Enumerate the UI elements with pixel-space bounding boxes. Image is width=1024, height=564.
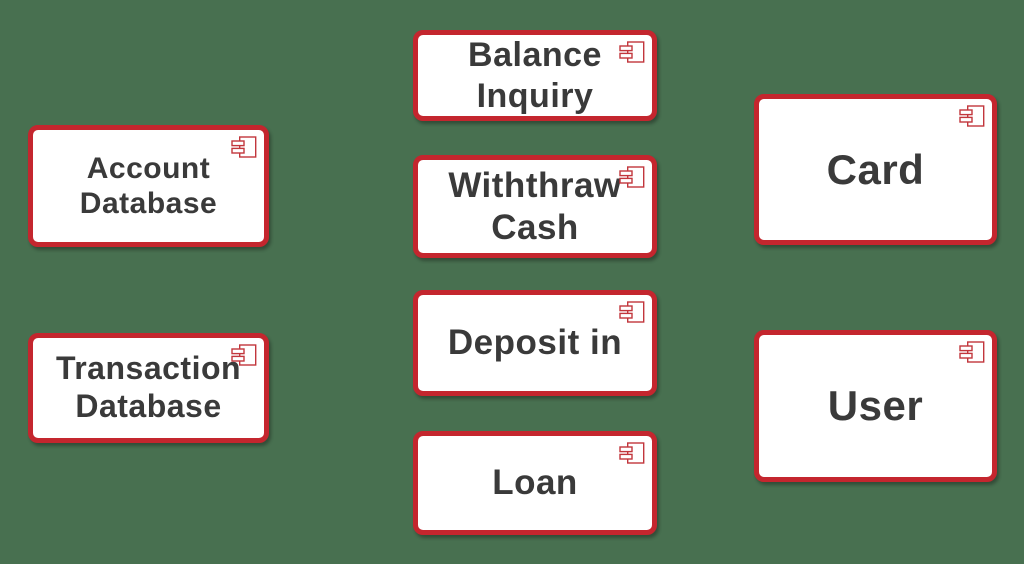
component-withthraw-cash[interactable]: Withthraw Cash	[413, 155, 657, 258]
uml-component-icon	[959, 341, 985, 363]
component-label: Card	[826, 145, 925, 193]
uml-component-icon	[619, 166, 645, 188]
component-account-database[interactable]: Account Database	[28, 125, 269, 247]
component-label: Deposit in	[447, 323, 623, 363]
component-balance-inquiry[interactable]: Balance Inquiry	[413, 30, 657, 121]
uml-component-icon	[619, 442, 645, 464]
component-label: Loan	[492, 463, 578, 503]
component-label: Transaction Database	[55, 350, 242, 424]
uml-component-icon	[619, 301, 645, 323]
uml-component-icon	[231, 136, 257, 158]
uml-component-icon	[619, 41, 645, 63]
component-label: Account Database	[79, 151, 218, 220]
component-transaction-database[interactable]: Transaction Database	[28, 333, 269, 443]
component-label: Balance Inquiry	[468, 36, 602, 115]
component-label: Withthraw Cash	[448, 166, 622, 247]
uml-component-icon	[959, 105, 985, 127]
component-loan[interactable]: Loan	[413, 431, 657, 535]
component-user[interactable]: User	[754, 330, 997, 482]
component-deposit-in[interactable]: Deposit in	[413, 290, 657, 396]
component-label: User	[827, 382, 924, 430]
component-card[interactable]: Card	[754, 94, 997, 245]
uml-component-icon	[231, 344, 257, 366]
